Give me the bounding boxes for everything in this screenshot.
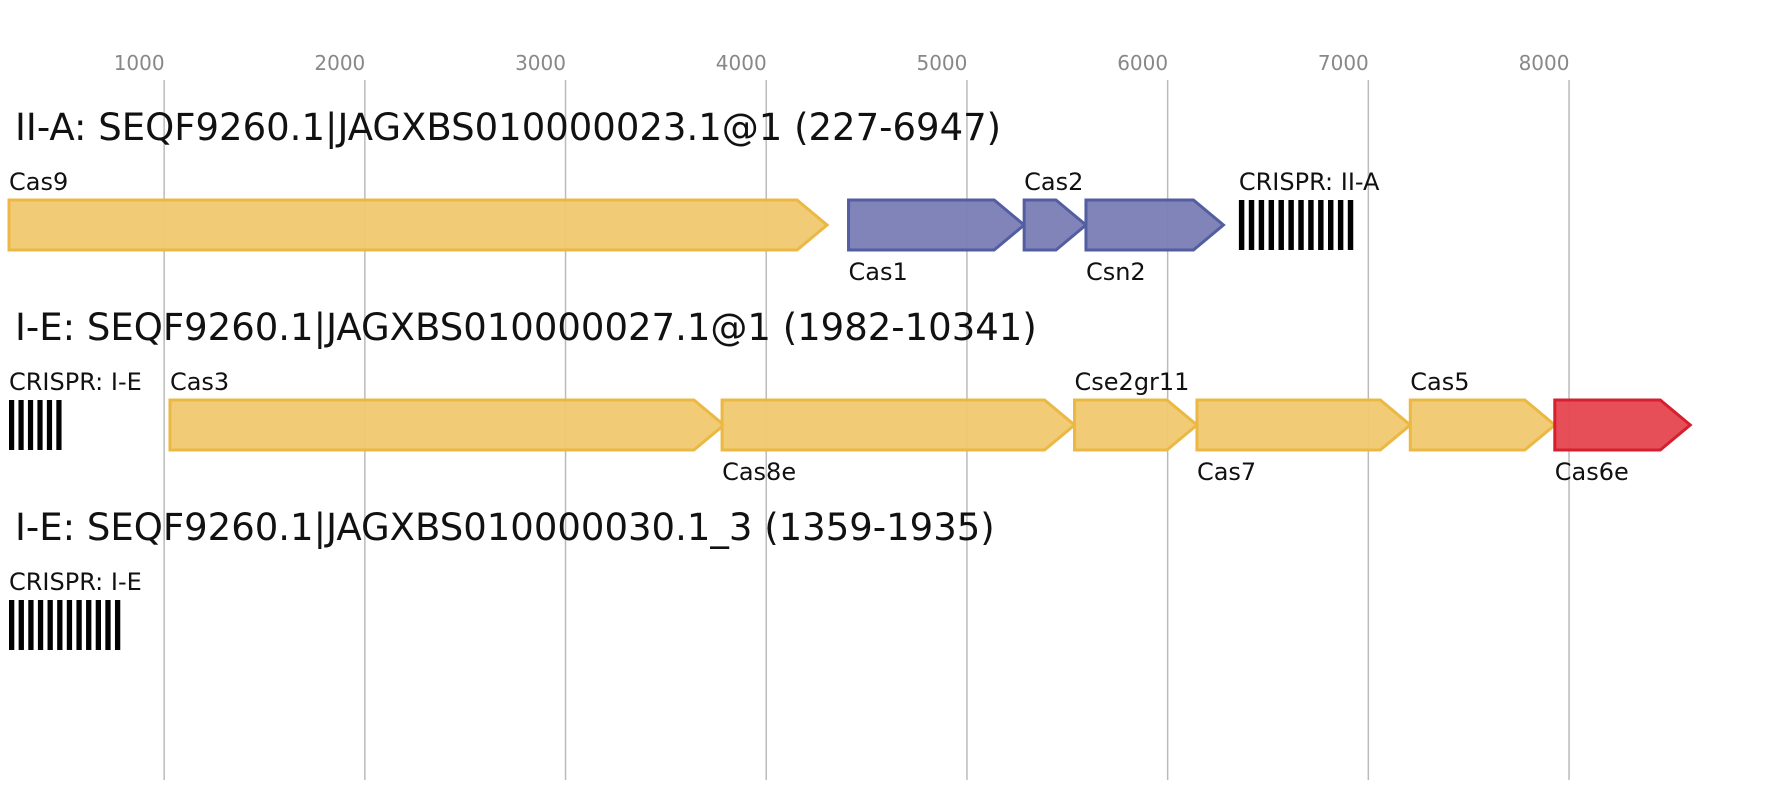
crispr-repeat	[18, 400, 24, 450]
axis-tick-label: 8000	[1519, 51, 1570, 75]
crispr-repeat	[28, 600, 34, 650]
gene-arrow	[1195, 398, 1413, 452]
crispr-label: CRISPR: II-A	[1239, 168, 1380, 196]
crispr-repeat	[57, 600, 63, 650]
crispr-repeat	[9, 400, 15, 450]
crispr-repeat	[1238, 200, 1245, 250]
axis-tick-label: 3000	[515, 51, 566, 75]
crispr-repeat	[47, 600, 53, 650]
crispr-repeat	[114, 600, 121, 650]
gene-label: Cas1	[849, 258, 908, 286]
crispr-label: CRISPR: I-E	[9, 368, 142, 396]
crispr-repeat	[46, 400, 53, 450]
track: I-E: SEQF9260.1|JAGXBS010000030.1_3 (135…	[9, 506, 995, 650]
crispr-repeat	[1278, 200, 1284, 250]
gene-arrow	[1073, 398, 1200, 452]
crispr-repeat	[86, 600, 92, 650]
axis-tick-label: 5000	[916, 51, 967, 75]
crispr-repeat	[76, 600, 82, 650]
axis-tick-label: 6000	[1117, 51, 1168, 75]
crispr-repeat	[66, 600, 73, 650]
crispr-repeat	[27, 400, 34, 450]
gene-label: Cse2gr11	[1075, 368, 1190, 396]
gene-label: Cas2	[1024, 168, 1083, 196]
track-title: II-A: SEQF9260.1|JAGXBS010000023.1@1 (22…	[15, 106, 1001, 149]
crispr-repeat	[1308, 200, 1314, 250]
crispr-repeat	[1328, 200, 1334, 250]
crispr-repeat	[37, 600, 44, 650]
gene-arrow	[1408, 398, 1558, 452]
gene-label: Cas7	[1197, 458, 1256, 486]
track-title: I-E: SEQF9260.1|JAGXBS010000027.1@1 (198…	[15, 306, 1037, 349]
axis-tick-label: 4000	[716, 51, 767, 75]
axis-tick-label: 2000	[314, 51, 365, 75]
crispr-repeat	[37, 400, 43, 450]
crispr-repeat	[1347, 200, 1354, 250]
gene-arrow	[1084, 198, 1226, 252]
crispr-repeat	[1298, 200, 1304, 250]
gene-arrow	[1022, 198, 1089, 252]
crispr-repeat	[1258, 200, 1265, 250]
crispr-repeat	[18, 600, 24, 650]
gene-label: Cas3	[170, 368, 229, 396]
gene-label: Cas8e	[722, 458, 796, 486]
gene-label: Cas6e	[1555, 458, 1629, 486]
crispr-array	[9, 600, 121, 650]
track: I-E: SEQF9260.1|JAGXBS010000027.1@1 (198…	[9, 306, 1693, 486]
crispr-repeat	[1248, 200, 1255, 250]
gene-arrow	[847, 198, 1027, 252]
tracks: II-A: SEQF9260.1|JAGXBS010000023.1@1 (22…	[7, 106, 1693, 650]
gene-arrow	[1553, 398, 1693, 452]
crispr-repeat	[105, 600, 111, 650]
gene-arrow	[720, 398, 1077, 452]
crispr-repeat	[56, 400, 62, 450]
crispr-repeat	[1318, 200, 1324, 250]
gene-arrow	[7, 198, 830, 252]
crispr-label: CRISPR: I-E	[9, 568, 142, 596]
track-title: I-E: SEQF9260.1|JAGXBS010000030.1_3 (135…	[15, 506, 995, 549]
axis-tick-label: 7000	[1318, 51, 1369, 75]
crispr-array	[9, 400, 62, 450]
crispr-repeat	[1337, 200, 1344, 250]
crispr-repeat	[1288, 200, 1294, 250]
gene-label: Csn2	[1086, 258, 1146, 286]
crispr-repeat	[9, 600, 15, 650]
crispr-repeat	[95, 600, 102, 650]
track: II-A: SEQF9260.1|JAGXBS010000023.1@1 (22…	[7, 106, 1380, 286]
gene-arrow	[168, 398, 727, 452]
crispr-repeat	[1268, 200, 1275, 250]
axis-tick-label: 1000	[114, 51, 165, 75]
gene-label: Cas9	[9, 168, 68, 196]
crispr-array	[1238, 200, 1354, 250]
gene-label: Cas5	[1410, 368, 1469, 396]
